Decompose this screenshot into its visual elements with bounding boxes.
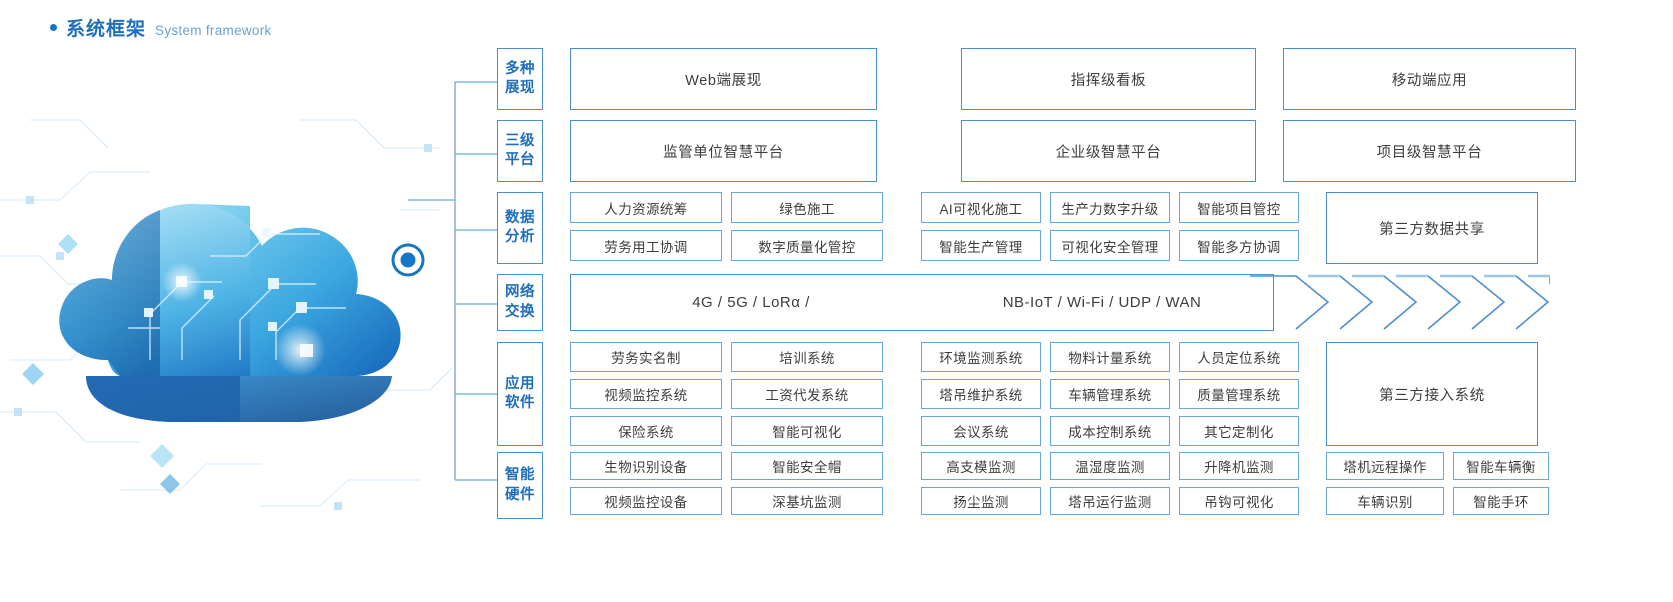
cell-labor-real-name[interactable]: 劳务实名制 xyxy=(570,342,722,372)
application-left-cluster: 劳务实名制 培训系统 视频监控系统 工资代发系统 保险系统 智能可视化 xyxy=(570,342,883,446)
tier-label-presentation: 多种 展现 xyxy=(497,48,543,110)
cell-green-construction[interactable]: 绿色施工 xyxy=(731,192,883,223)
tier-row-data-analysis: 数据 分析 人力资源统筹 绿色施工 劳务用工协调 数字质量化管控 AI可视化施工… xyxy=(497,192,1538,264)
cell-cost-control-system[interactable]: 成本控制系统 xyxy=(1050,416,1170,446)
tier-row-platform: 三级 平台 监管单位智慧平台 企业级智慧平台 项目级智慧平台 xyxy=(497,120,1576,182)
cell-ai-visual-construction[interactable]: AI可视化施工 xyxy=(921,192,1041,223)
cell-hook-visualization[interactable]: 吊钩可视化 xyxy=(1179,487,1299,515)
application-mid-cluster: 环境监测系统 物料计量系统 人员定位系统 塔吊维护系统 车辆管理系统 质量管理系… xyxy=(921,342,1299,446)
cell-visual-safety-management[interactable]: 可视化安全管理 xyxy=(1050,230,1170,261)
cell-dust-monitoring[interactable]: 扬尘监测 xyxy=(921,487,1041,515)
tier-label-smart-hardware: 智能 硬件 xyxy=(497,452,543,519)
title-english: System framework xyxy=(155,23,272,38)
cell-video-surveillance-device[interactable]: 视频监控设备 xyxy=(570,487,722,515)
network-protocol-box[interactable]: 4G / 5G / LoRα / NB-IoT / Wi-Fi / UDP / … xyxy=(570,274,1274,331)
cell-temperature-humidity-monitoring[interactable]: 温湿度监测 xyxy=(1050,452,1170,480)
cell-high-formwork-monitoring[interactable]: 高支模监测 xyxy=(921,452,1041,480)
cell-hr-coordination[interactable]: 人力资源统筹 xyxy=(570,192,722,223)
hardware-right-cluster: 塔机远程操作 智能车辆衡 车辆识别 智能手环 xyxy=(1326,452,1549,519)
cell-personnel-positioning-system[interactable]: 人员定位系统 xyxy=(1179,342,1299,372)
cell-other-customization[interactable]: 其它定制化 xyxy=(1179,416,1299,446)
tier-label-network-exchange: 网络 交换 xyxy=(497,274,543,331)
cell-crane-maintenance-system[interactable]: 塔吊维护系统 xyxy=(921,379,1041,409)
data-analysis-third-party-sharing[interactable]: 第三方数据共享 xyxy=(1326,192,1538,264)
cell-tower-crane-remote-operation[interactable]: 塔机远程操作 xyxy=(1326,452,1444,480)
cell-hoist-monitoring[interactable]: 升降机监测 xyxy=(1179,452,1299,480)
network-flow-chevrons xyxy=(1250,274,1551,331)
data-analysis-left-cluster: 人力资源统筹 绿色施工 劳务用工协调 数字质量化管控 xyxy=(570,192,883,264)
hardware-mid-cluster: 高支模监测 温湿度监测 升降机监测 扬尘监测 塔吊运行监测 吊钩可视化 xyxy=(921,452,1299,519)
presentation-box-command-dashboard[interactable]: 指挥级看板 xyxy=(961,48,1256,110)
cell-productivity-digital-upgrade[interactable]: 生产力数字升级 xyxy=(1050,192,1170,223)
network-segment-iot: NB-IoT / Wi-Fi / UDP / WAN xyxy=(1002,294,1202,311)
cell-payroll-system[interactable]: 工资代发系统 xyxy=(731,379,883,409)
data-analysis-mid-cluster: AI可视化施工 生产力数字升级 智能项目管控 智能生产管理 可视化安全管理 智能… xyxy=(921,192,1299,264)
tree-connector xyxy=(400,48,505,518)
cell-biometric-device[interactable]: 生物识别设备 xyxy=(570,452,722,480)
tier-label-application-software: 应用 软件 xyxy=(497,342,543,446)
network-segment-cellular: 4G / 5G / LoRα / xyxy=(692,294,810,311)
tier-row-application-software: 应用 软件 劳务实名制 培训系统 视频监控系统 工资代发系统 保险系统 智能可视… xyxy=(497,342,1538,446)
cell-insurance-system[interactable]: 保险系统 xyxy=(570,416,722,446)
cell-vehicle-recognition[interactable]: 车辆识别 xyxy=(1326,487,1444,515)
cell-training-system[interactable]: 培训系统 xyxy=(731,342,883,372)
cloud-network-illustration xyxy=(0,60,460,530)
tier-row-smart-hardware: 智能 硬件 生物识别设备 智能安全帽 视频监控设备 深基坑监测 高支模监测 温湿… xyxy=(497,452,1549,519)
cell-smart-production-management[interactable]: 智能生产管理 xyxy=(921,230,1041,261)
cell-deep-foundation-pit-monitoring[interactable]: 深基坑监测 xyxy=(731,487,883,515)
cell-vehicle-management-system[interactable]: 车辆管理系统 xyxy=(1050,379,1170,409)
cell-quality-management-system[interactable]: 质量管理系统 xyxy=(1179,379,1299,409)
cell-video-surveillance-system[interactable]: 视频监控系统 xyxy=(570,379,722,409)
cell-environment-monitoring-system[interactable]: 环境监测系统 xyxy=(921,342,1041,372)
tier-label-platform: 三级 平台 xyxy=(497,120,543,182)
connection-node-icon xyxy=(374,226,442,294)
cell-material-metering-system[interactable]: 物料计量系统 xyxy=(1050,342,1170,372)
application-third-party-access[interactable]: 第三方接入系统 xyxy=(1326,342,1538,446)
platform-box-regulatory[interactable]: 监管单位智慧平台 xyxy=(570,120,877,182)
platform-box-project[interactable]: 项目级智慧平台 xyxy=(1283,120,1576,182)
presentation-box-mobile-app[interactable]: 移动端应用 xyxy=(1283,48,1576,110)
tier-row-network-exchange: 网络 交换 4G / 5G / LoRα / NB-IoT / Wi-Fi / … xyxy=(497,274,1274,331)
cell-smart-multiparty-coordination[interactable]: 智能多方协调 xyxy=(1179,230,1299,261)
cell-meeting-system[interactable]: 会议系统 xyxy=(921,416,1041,446)
platform-box-enterprise[interactable]: 企业级智慧平台 xyxy=(961,120,1256,182)
cell-labor-coordination[interactable]: 劳务用工协调 xyxy=(570,230,722,261)
cell-smart-visualization[interactable]: 智能可视化 xyxy=(731,416,883,446)
cell-crane-operation-monitoring[interactable]: 塔吊运行监测 xyxy=(1050,487,1170,515)
hardware-left-cluster: 生物识别设备 智能安全帽 视频监控设备 深基坑监测 xyxy=(570,452,883,519)
cell-digital-quality-control[interactable]: 数字质量化管控 xyxy=(731,230,883,261)
tier-label-data-analysis: 数据 分析 xyxy=(497,192,543,264)
cell-smart-project-control[interactable]: 智能项目管控 xyxy=(1179,192,1299,223)
bullet-dot-icon xyxy=(50,24,57,31)
cell-smart-wristband[interactable]: 智能手环 xyxy=(1453,487,1549,515)
presentation-box-web[interactable]: Web端展现 xyxy=(570,48,877,110)
cell-smart-helmet[interactable]: 智能安全帽 xyxy=(731,452,883,480)
cell-smart-weighbridge[interactable]: 智能车辆衡 xyxy=(1453,452,1549,480)
title-chinese: 系统框架 xyxy=(66,19,147,40)
tier-row-presentation: 多种 展现 Web端展现 指挥级看板 移动端应用 xyxy=(497,48,1576,110)
page-title: 系统框架 System framework xyxy=(50,14,272,41)
